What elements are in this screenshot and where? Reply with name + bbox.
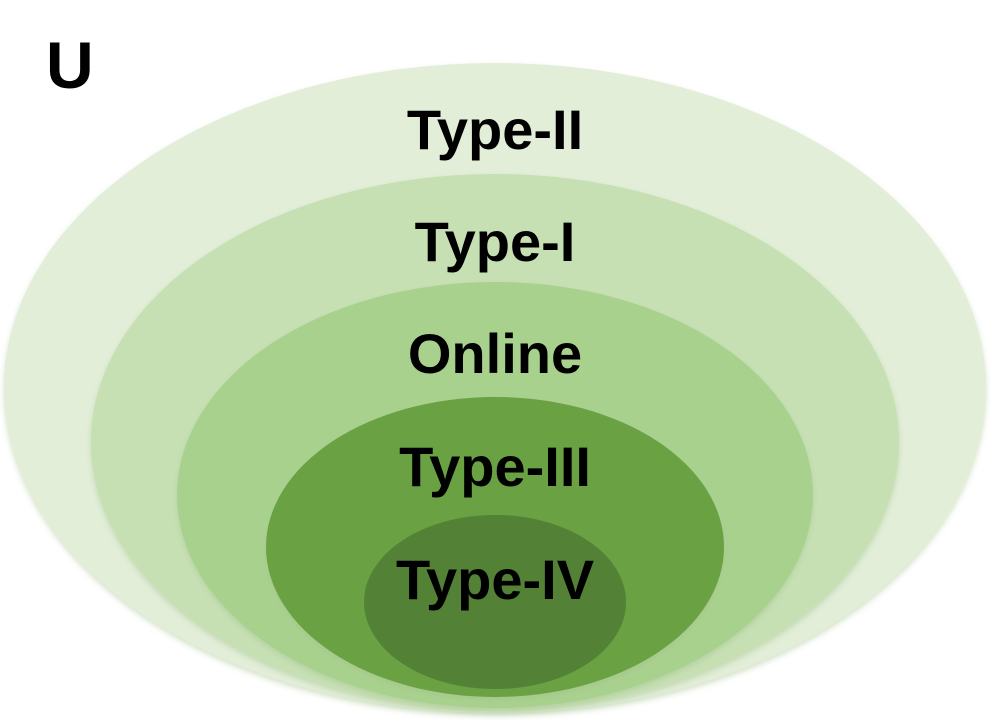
ellipse-type-iv bbox=[364, 515, 626, 689]
label-type-iv: Type-IV bbox=[396, 548, 594, 611]
universe-label: U bbox=[46, 28, 94, 102]
label-type-ii: Type-II bbox=[407, 98, 583, 161]
label-type-i: Type-I bbox=[415, 210, 576, 273]
label-online: Online bbox=[408, 322, 582, 385]
label-type-iii: Type-III bbox=[399, 435, 591, 498]
